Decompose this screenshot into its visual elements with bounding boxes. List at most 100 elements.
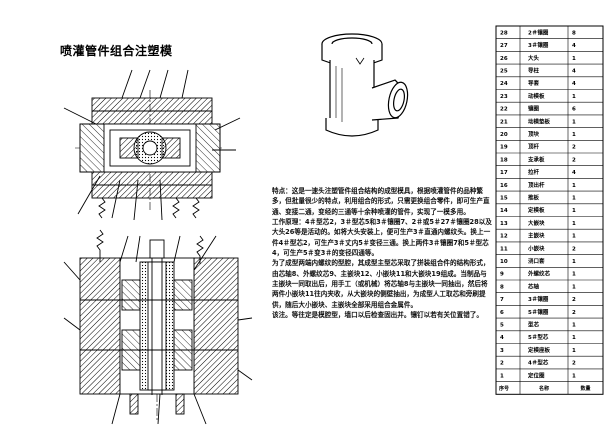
part-qty-cell: 1 bbox=[572, 322, 576, 328]
part-number-cell: 6 bbox=[500, 310, 504, 316]
part-name-cell: 外螺纹芯 bbox=[528, 270, 551, 278]
part-qty-cell: 4 bbox=[572, 81, 576, 87]
part-name-cell: 5＃镶圈 bbox=[528, 308, 549, 316]
part-qty-cell: 1 bbox=[572, 234, 576, 240]
part-name-cell: 推板 bbox=[528, 193, 540, 201]
part-name-cell: 型芯 bbox=[528, 320, 540, 328]
part-number-cell: 15 bbox=[500, 195, 508, 201]
part-number-cell: 26 bbox=[500, 56, 508, 62]
part-number-cell: 7 bbox=[500, 297, 504, 303]
part-number-cell: 23 bbox=[500, 94, 508, 100]
description-block: 特点：这是一速头注塑管件组合结构的成型模具，根据喷灌管件的品种繁多，但批量很少的… bbox=[272, 186, 492, 320]
part-qty-cell: 4 bbox=[572, 68, 576, 74]
part-qty-cell: 1 bbox=[572, 183, 576, 189]
part-name-cell: 5＃型芯 bbox=[528, 333, 549, 341]
part-qty-cell: 1 bbox=[572, 94, 576, 100]
part-number-cell: 1 bbox=[500, 373, 504, 379]
part-number-cell: 5 bbox=[500, 322, 504, 328]
part-qty-cell: 6 bbox=[572, 107, 576, 113]
part-name-cell: 芯轴 bbox=[528, 282, 540, 290]
part-name-cell: 镶圈 bbox=[528, 105, 540, 113]
part-name-cell: 3＃镶圈 bbox=[528, 295, 549, 303]
part-name-cell: 动模垫板 bbox=[528, 117, 551, 125]
part-qty-cell: 1 bbox=[572, 284, 576, 290]
part-number-cell: 3 bbox=[500, 348, 504, 354]
part-number-cell: 14 bbox=[500, 208, 508, 214]
part-qty-cell: 2 bbox=[572, 246, 576, 252]
part-number-cell: 9 bbox=[500, 272, 504, 278]
part-number-cell: 25 bbox=[500, 68, 508, 74]
part-name-cell: 顶杆 bbox=[528, 143, 540, 151]
part-number-cell: 28 bbox=[500, 30, 508, 36]
part-qty-cell: 2 bbox=[572, 145, 576, 151]
description-paragraph: 该注。等往定是模腔型，墙口以后检查固出并。镶钉以若有关位置错了。 bbox=[272, 311, 483, 320]
part-name-cell: 3＃镶圈 bbox=[528, 41, 549, 49]
part-number-cell: 17 bbox=[500, 170, 508, 176]
description-paragraph: 工作原理：4＃型芯2，3＃型芯5和3＃镶圈7、2＃或5＃27＃镶圈28以及大头2… bbox=[272, 218, 492, 258]
part-qty-cell: 4 bbox=[572, 43, 576, 49]
part-number-cell: 12 bbox=[500, 234, 508, 240]
part-qty-cell: 2 bbox=[572, 310, 576, 316]
part-name-cell: 定位圈 bbox=[527, 371, 545, 379]
part-number-cell: 20 bbox=[500, 132, 508, 138]
part-number-cell: 21 bbox=[500, 119, 508, 125]
part-qty-cell: 1 bbox=[572, 132, 576, 138]
part-qty-cell: 1 bbox=[572, 348, 576, 354]
part-name-cell: 主嵌块 bbox=[528, 232, 545, 240]
description-paragraph: 特点：这是一速头注塑管件组合结构的成型模具，根据喷灌管件的品种繁多，但批量很少的… bbox=[272, 187, 490, 216]
part-number-cell: 27 bbox=[500, 43, 508, 49]
part-qty-cell: 2 bbox=[572, 361, 576, 367]
part-qty-cell: 1 bbox=[572, 119, 576, 125]
part-number-cell: 16 bbox=[500, 183, 508, 189]
lower-section-view bbox=[63, 229, 253, 425]
header-no-cell: 序号 bbox=[498, 385, 509, 392]
part-qty-cell: 4 bbox=[572, 170, 576, 176]
part-number-cell: 13 bbox=[500, 221, 508, 227]
part-number-cell: 11 bbox=[500, 246, 508, 252]
part-name-cell: 小嵌块 bbox=[528, 244, 545, 252]
part-name-cell: 浇口套 bbox=[528, 257, 545, 265]
part-qty-cell: 1 bbox=[572, 373, 576, 379]
part-name-cell: 顶出杆 bbox=[528, 181, 545, 189]
part-name-cell: 定模座板 bbox=[527, 346, 551, 354]
part-name-cell: 2＃镶圈 bbox=[528, 28, 549, 36]
part-qty-cell: 2 bbox=[572, 297, 576, 303]
part-number-cell: 10 bbox=[500, 259, 508, 265]
part-name-cell: 定模板 bbox=[527, 206, 545, 214]
part-number-cell: 24 bbox=[500, 81, 508, 87]
part-number-cell: 18 bbox=[500, 157, 508, 163]
description-paragraph: 为了成型两端内螺纹的型腔，其成型主型芯采取了拼装组合件的结构形式，由芯轴8、外螺… bbox=[272, 259, 490, 309]
table-border bbox=[495, 25, 604, 395]
part-name-cell: 导柱 bbox=[528, 66, 540, 74]
header-qty-cell: 数量 bbox=[580, 385, 590, 392]
part-qty-cell: 1 bbox=[572, 56, 576, 62]
part-name-cell: 支承板 bbox=[527, 155, 545, 163]
part-number-cell: 19 bbox=[500, 145, 508, 151]
part-number-cell: 4 bbox=[500, 335, 504, 341]
part-name-cell: 大嵌块 bbox=[528, 219, 545, 227]
part-name-cell: 拉杆 bbox=[528, 168, 540, 176]
part-qty-cell: 1 bbox=[572, 195, 576, 201]
part-qty-cell: 1 bbox=[572, 335, 576, 341]
part-number-cell: 22 bbox=[500, 107, 508, 113]
part-name-cell: 导套 bbox=[528, 79, 540, 87]
header-name-cell: 名称 bbox=[539, 385, 549, 392]
part-name-cell: 顶块 bbox=[528, 130, 540, 138]
part-qty-cell: 8 bbox=[572, 30, 576, 36]
part-name-cell: 大头 bbox=[528, 54, 540, 62]
part-3d-view bbox=[321, 33, 409, 137]
part-qty-cell: 1 bbox=[572, 221, 576, 227]
drawing-title: 喷灌管件组合注塑模 bbox=[60, 44, 173, 58]
part-qty-cell: 1 bbox=[572, 259, 576, 265]
part-number-cell: 2 bbox=[500, 361, 504, 367]
part-number-cell: 8 bbox=[500, 284, 504, 290]
upper-section-view bbox=[63, 69, 241, 221]
part-name-cell: 动模板 bbox=[528, 92, 545, 100]
part-qty-cell: 2 bbox=[572, 157, 576, 163]
part-name-cell: 4＃型芯 bbox=[528, 359, 549, 367]
part-qty-cell: 1 bbox=[572, 272, 576, 278]
part-qty-cell: 1 bbox=[572, 208, 576, 214]
